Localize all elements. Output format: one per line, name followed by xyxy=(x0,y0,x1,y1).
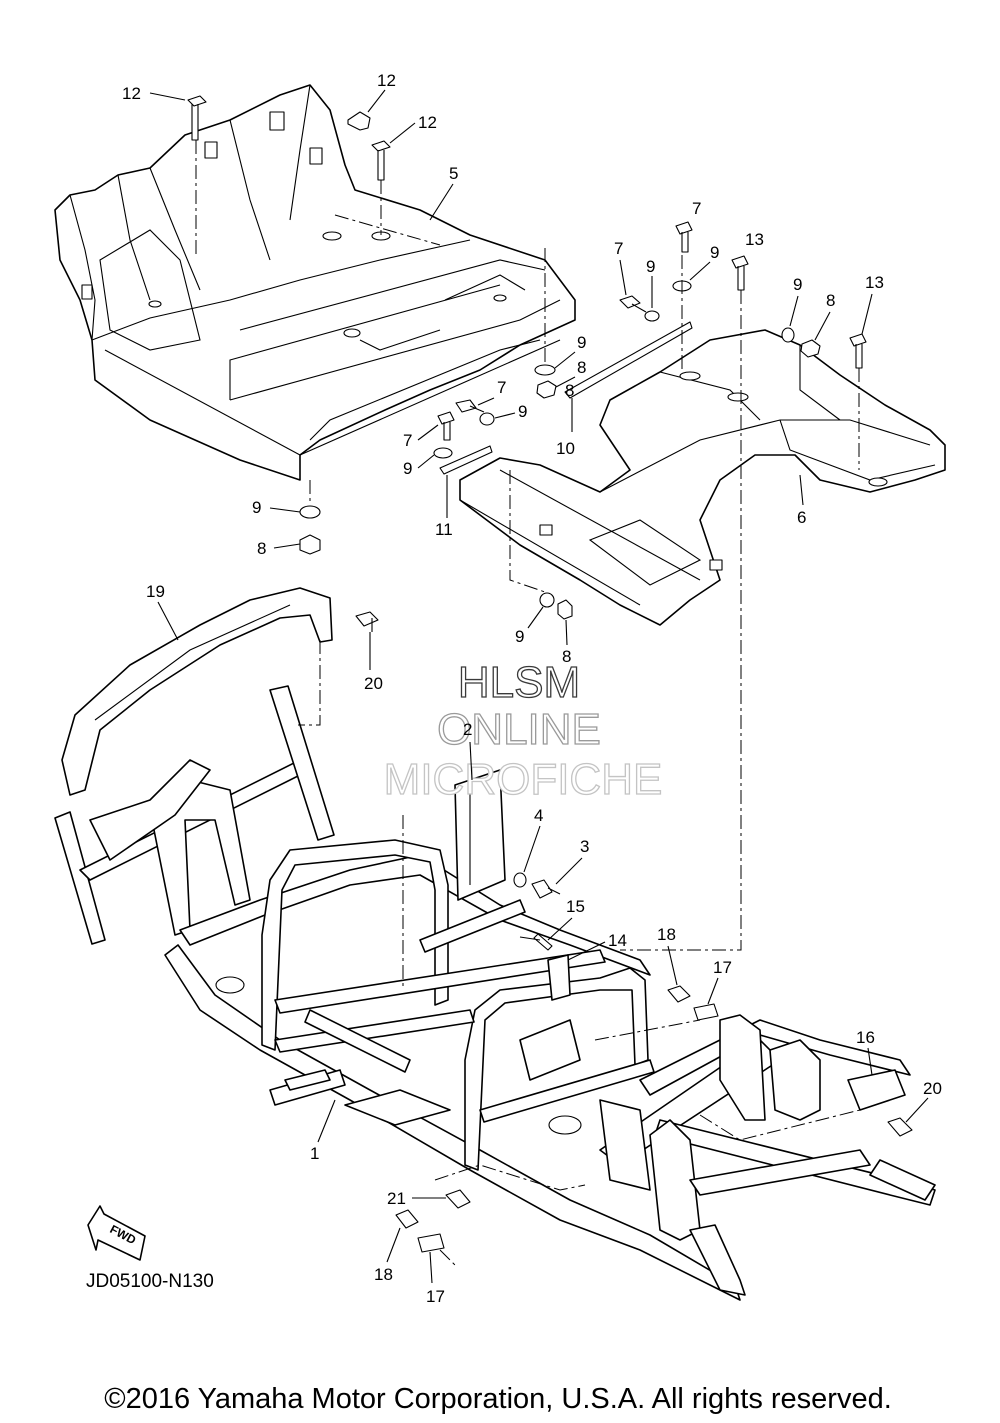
callout-20: 20 xyxy=(364,674,383,693)
callout-13: 13 xyxy=(745,230,764,249)
callout-7: 7 xyxy=(614,239,623,258)
callout-4: 4 xyxy=(534,806,543,825)
floor-panel-rear xyxy=(459,329,946,626)
watermark-line1: HLSM xyxy=(458,658,580,707)
callout-18: 18 xyxy=(657,925,676,944)
callout-9: 9 xyxy=(403,459,412,478)
diagram-code: JD05100-N130 xyxy=(86,1271,214,1292)
callout-20: 20 xyxy=(923,1079,942,1098)
callout-7: 7 xyxy=(692,199,701,218)
callout-2: 2 xyxy=(463,720,472,739)
plate-part-2 xyxy=(454,769,506,901)
callout-12: 12 xyxy=(377,71,396,90)
forward-arrow-icon: FWD xyxy=(87,1205,146,1261)
callout-9: 9 xyxy=(252,498,261,517)
callout-6: 6 xyxy=(797,508,806,527)
floor-panel-front xyxy=(54,84,576,481)
bracket-part-10 xyxy=(564,321,693,399)
callout-16: 16 xyxy=(856,1028,875,1047)
callout-9: 9 xyxy=(518,402,527,421)
fasteners-lower xyxy=(395,872,913,1253)
callout-21: 21 xyxy=(387,1189,406,1208)
bracket-part-11 xyxy=(439,445,493,475)
callout-7: 7 xyxy=(403,431,412,450)
copyright-notice: ©2016 Yamaha Motor Corporation, U.S.A. A… xyxy=(104,1383,892,1415)
callout-17: 17 xyxy=(426,1287,445,1306)
callout-1: 1 xyxy=(310,1144,319,1163)
callout-9: 9 xyxy=(793,275,802,294)
callout-14: 14 xyxy=(608,931,627,950)
callout-10: 10 xyxy=(556,439,575,458)
callout-5: 5 xyxy=(449,164,458,183)
watermark-line2: ONLINE xyxy=(437,705,601,754)
callout-9: 9 xyxy=(515,627,524,646)
watermark: HLSM ONLINE MICROFICHE xyxy=(383,657,663,804)
callout-8: 8 xyxy=(257,539,266,558)
callout-8: 8 xyxy=(826,291,835,310)
callout-9: 9 xyxy=(646,257,655,276)
bolt-part-20-upper xyxy=(355,611,379,632)
callout-8: 8 xyxy=(562,647,571,666)
callout-13: 13 xyxy=(865,273,884,292)
callout-3: 3 xyxy=(580,837,589,856)
callout-12: 12 xyxy=(418,113,437,132)
callout-8: 8 xyxy=(577,358,586,377)
watermark-line3: MICROFICHE xyxy=(384,755,663,804)
callout-18: 18 xyxy=(374,1265,393,1284)
callout-9: 9 xyxy=(710,243,719,262)
callout-12: 12 xyxy=(122,84,141,103)
callout-9: 9 xyxy=(577,333,586,352)
callout-8: 8 xyxy=(565,381,574,400)
bumper-part-19 xyxy=(61,587,333,796)
callout-19: 19 xyxy=(146,582,165,601)
frame-part-1 xyxy=(54,685,936,1301)
callout-17: 17 xyxy=(713,958,732,977)
callout-labels: 12 12 12 5 7 7 9 9 13 13 9 8 9 8 8 7 9 7… xyxy=(122,71,942,1306)
fasteners-upper xyxy=(187,95,867,620)
leader-lines xyxy=(195,140,861,1266)
callout-15: 15 xyxy=(566,897,585,916)
callout-11: 11 xyxy=(435,520,453,539)
callout-7: 7 xyxy=(497,378,506,397)
